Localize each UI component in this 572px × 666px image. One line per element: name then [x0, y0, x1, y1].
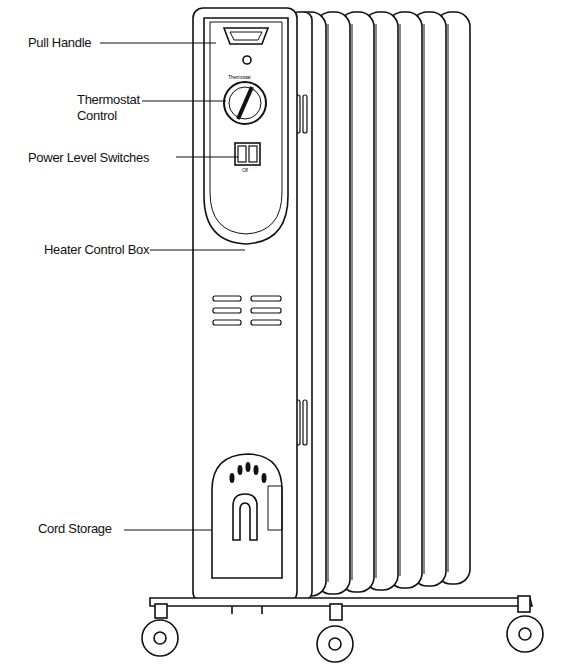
pull-handle-slot: [230, 32, 262, 40]
radiator-fins: [292, 12, 470, 596]
wheels: [142, 596, 543, 662]
knob-inner: [229, 87, 261, 119]
front-panel: [193, 8, 297, 602]
part-label: Heater Control Box: [44, 242, 174, 258]
knob-grip: [238, 87, 252, 119]
switch-two: [249, 146, 257, 162]
switch-housing: [235, 143, 260, 165]
thermostat-knob: [224, 82, 266, 124]
panel-marking: Thermostat: [228, 74, 268, 80]
front-vents: [213, 296, 281, 325]
panel-marking: Off: [242, 167, 262, 173]
part-label: Thermostat Control: [77, 92, 139, 123]
leader-lines: [100, 43, 245, 530]
cord-clip: [268, 486, 282, 530]
indicator-light: [243, 56, 251, 64]
control-box-inner: [210, 22, 282, 234]
cord-wrap: [233, 494, 257, 540]
control-box: [204, 18, 288, 244]
cord-storage: [212, 454, 282, 578]
part-label: Pull Handle: [28, 35, 108, 51]
pull-handle: [224, 28, 268, 44]
base-clips: [232, 606, 262, 614]
part-label: Cord Storage: [38, 521, 138, 537]
fin-edges: [328, 24, 448, 582]
cord-storage-slots: [230, 462, 267, 483]
switch-one: [238, 146, 246, 162]
part-label: Power Level Switches: [28, 150, 188, 166]
